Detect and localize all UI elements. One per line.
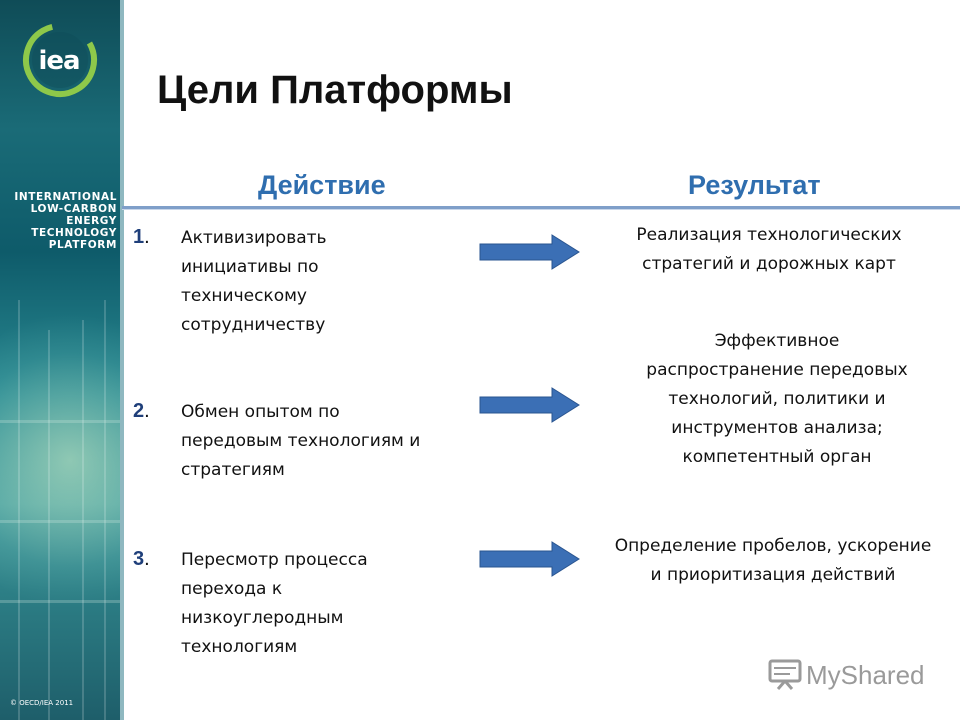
result-line: Эффективное — [714, 331, 840, 351]
org-line: LOW-CARBON — [30, 203, 117, 215]
action-line: стратегиям — [181, 460, 285, 480]
item-number-value: 3 — [133, 548, 145, 570]
result-line: распространение передовых — [646, 360, 908, 380]
result-item: Определение пробелов, ускорение и приори… — [588, 532, 958, 590]
sidebar-decor-line — [48, 330, 50, 720]
item-number-dot: . — [144, 400, 150, 422]
iea-logo-icon — [23, 23, 97, 97]
action-line: передовым технологиям и — [181, 431, 421, 451]
item-number-dot: . — [144, 548, 150, 570]
sidebar-divider — [120, 0, 124, 720]
result-line: стратегий и дорожных карт — [642, 254, 896, 274]
result-line: технологий, политики и — [668, 389, 886, 409]
action-line: Пересмотр процесса — [181, 550, 368, 570]
sidebar-decor-beam — [0, 600, 120, 603]
item-number-value: 2 — [133, 400, 145, 422]
sidebar-decor-line — [18, 300, 20, 720]
result-line: и приоритизация действий — [650, 565, 896, 585]
result-item: Реализация технологических стратегий и д… — [604, 221, 934, 279]
presentation-board-icon — [768, 659, 802, 690]
item-number-value: 1 — [133, 226, 145, 248]
result-item: Эффективное распространение передовых те… — [612, 327, 942, 472]
action-line: Обмен опытом по — [181, 402, 340, 422]
sidebar-panel: iea INTERNATIONAL LOW-CARBON ENERGY TECH… — [0, 0, 120, 720]
item-number: 3. — [133, 548, 150, 571]
action-item: Активизировать инициативы по техническом… — [181, 224, 471, 340]
right-arrow-icon — [479, 541, 580, 577]
item-number-dot: . — [144, 226, 150, 248]
action-line: технологиям — [181, 637, 298, 657]
result-line: Определение пробелов, ускорение — [614, 536, 932, 556]
action-line: сотрудничеству — [181, 315, 326, 335]
right-arrow-icon — [479, 234, 580, 270]
org-line: PLATFORM — [48, 239, 117, 251]
watermark-text: MyShared — [806, 660, 925, 690]
sidebar-decor-beam — [0, 420, 120, 423]
sidebar-decor-beam — [0, 520, 120, 523]
org-line: TECHNOLOGY — [31, 227, 117, 239]
slide-title: Цели Платформы — [157, 68, 513, 112]
sidebar-decor-line — [104, 300, 106, 720]
item-number: 2. — [133, 400, 150, 423]
result-column-header: Результат — [688, 170, 821, 200]
header-divider — [122, 206, 960, 209]
sidebar-decor-line — [82, 320, 84, 720]
item-number: 1. — [133, 226, 150, 249]
copyright-text: © OECD/IEA 2011 — [10, 699, 74, 707]
action-line: инициативы по — [181, 257, 319, 277]
action-line: Активизировать — [181, 228, 327, 248]
org-line: ENERGY — [66, 215, 117, 227]
action-line: перехода к — [181, 579, 283, 599]
action-item: Обмен опытом по передовым технологиям и … — [181, 398, 471, 485]
header-divider-shadow — [122, 209, 960, 210]
sidebar-glow — [0, 300, 120, 620]
organization-name: INTERNATIONAL LOW-CARBON ENERGY TECHNOLO… — [0, 191, 117, 251]
org-line: INTERNATIONAL — [14, 191, 117, 203]
result-line: Реализация технологических — [636, 225, 902, 245]
result-line: компетентный орган — [682, 447, 872, 467]
action-line: техническому — [181, 286, 307, 306]
action-column-header: Действие — [258, 170, 386, 200]
action-line: низкоуглеродным — [181, 608, 344, 628]
right-arrow-icon — [479, 387, 580, 423]
result-line: инструментов анализа; — [671, 418, 883, 438]
action-item: Пересмотр процесса перехода к низкоуглер… — [181, 546, 471, 662]
logo-text: iea — [38, 46, 80, 76]
